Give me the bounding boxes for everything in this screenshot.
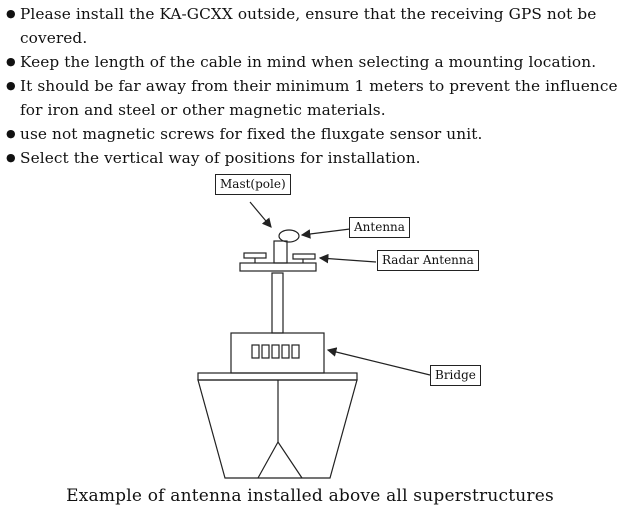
instruction-item: Keep the length of the cable in mind whe… xyxy=(6,50,618,74)
window xyxy=(251,344,260,359)
ship-antenna-diagram: Mast(pole) Antenna Radar Antenna Bridge xyxy=(0,160,620,490)
ship-drawing xyxy=(197,201,431,479)
antenna-dome xyxy=(278,229,300,243)
instruction-item: use not magnetic screws for fixed the fl… xyxy=(6,122,618,146)
bridge-label: Bridge xyxy=(430,365,481,386)
bow-v xyxy=(257,440,303,479)
instruction-item: It should be far away from their minimum… xyxy=(6,74,618,122)
radar-antenna-label: Radar Antenna xyxy=(377,250,479,271)
deck xyxy=(197,372,358,381)
radar-platform xyxy=(239,262,317,272)
mast-label: Mast(pole) xyxy=(215,174,291,195)
window xyxy=(281,344,290,359)
antenna-label: Antenna xyxy=(349,217,410,238)
bridge-box xyxy=(230,332,325,374)
figure-caption: Example of antenna installed above all s… xyxy=(66,486,554,506)
instruction-item: Please install the KA-GCXX outside, ensu… xyxy=(6,2,618,50)
window xyxy=(271,344,280,359)
instruction-list: Please install the KA-GCXX outside, ensu… xyxy=(6,2,618,170)
window xyxy=(291,344,300,359)
instruction-item: Select the vertical way of positions for… xyxy=(6,146,618,170)
radar-left xyxy=(243,252,267,259)
radar-right xyxy=(292,253,316,260)
window xyxy=(261,344,270,359)
antenna-pole xyxy=(273,240,288,264)
mast xyxy=(271,272,284,334)
